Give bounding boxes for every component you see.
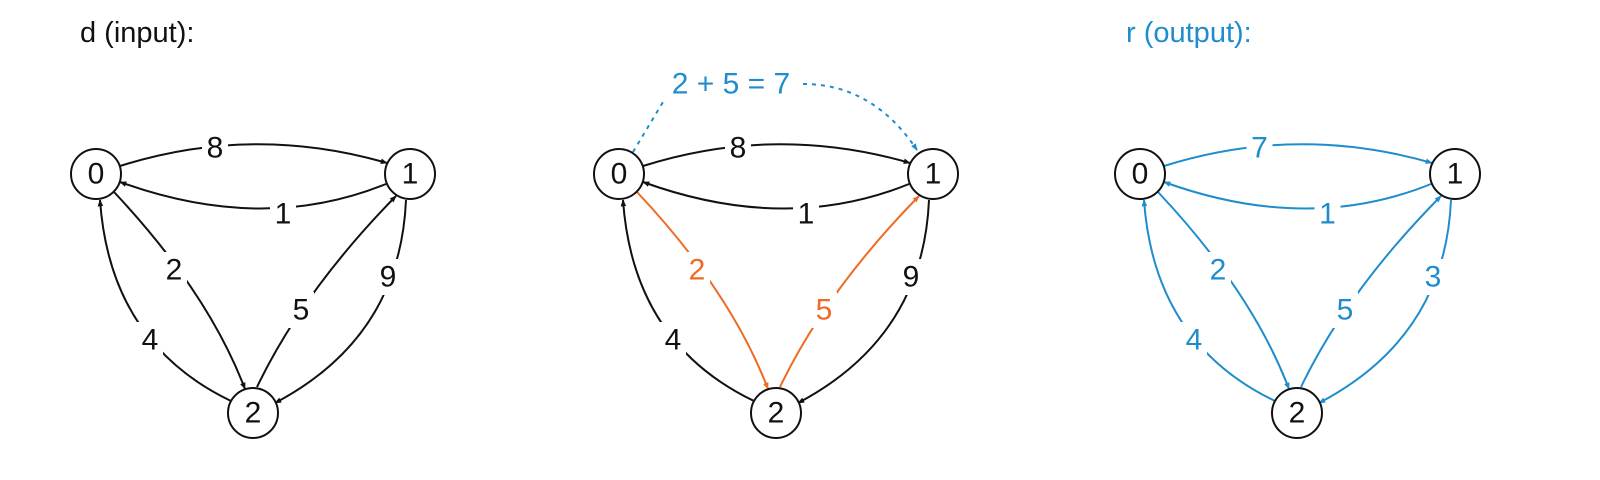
edge-label-background-1-to-0 — [270, 196, 296, 232]
edge-label-2-to-0: 4 — [142, 324, 159, 357]
annotation-connector-left — [632, 101, 664, 153]
edge-label-1-to-0: 1 — [1319, 198, 1336, 231]
panel-output: 7 1 2 4 5 3 0 1 2 — [1114, 130, 1481, 439]
edge-label-background-0-to-1 — [725, 130, 751, 166]
node-2 — [1271, 387, 1323, 439]
edge-0-to-2 — [113, 191, 246, 390]
node-label-1: 1 — [1447, 158, 1464, 191]
edge-label-background-2-to-1 — [288, 292, 314, 328]
node-label-1: 1 — [925, 158, 942, 191]
edge-label-2-to-1: 5 — [293, 294, 310, 327]
panel-title-input: d (input): — [80, 17, 194, 49]
edge-label-0-to-1: 8 — [730, 132, 747, 165]
edge-label-0-to-1: 8 — [207, 132, 224, 165]
node-0 — [1114, 148, 1166, 200]
edge-label-1-to-0: 1 — [275, 198, 292, 231]
edge-label-background-2-to-0 — [137, 322, 163, 358]
panel-input: 8 1 2 4 5 9 0 1 2 — [70, 130, 436, 439]
edge-1-to-0 — [1163, 181, 1432, 210]
node-0 — [70, 148, 122, 200]
edge-label-1-to-2: 9 — [380, 261, 397, 294]
edge-label-0-to-2: 2 — [689, 254, 706, 287]
edge-label-background-1-to-0 — [1314, 196, 1341, 232]
panel-title-output: r (output): — [1126, 17, 1252, 49]
node-label-0: 0 — [611, 158, 628, 191]
edge-label-1-to-0: 1 — [798, 198, 815, 231]
edge-label-1-to-2: 3 — [1425, 261, 1442, 294]
node-2 — [750, 387, 802, 439]
edge-0-to-1 — [642, 143, 911, 167]
edge-1-to-2 — [1318, 199, 1452, 404]
edge-label-2-to-0: 4 — [1186, 324, 1203, 357]
edge-1-to-2 — [274, 199, 407, 404]
edge-2-to-0 — [1141, 199, 1276, 402]
edge-label-2-to-1: 5 — [816, 294, 833, 327]
node-1 — [907, 148, 959, 200]
node-1 — [384, 148, 436, 200]
edge-label-background-1-to-2 — [898, 259, 924, 295]
edge-0-to-2 — [1157, 191, 1290, 390]
edge-label-2-to-0: 4 — [665, 324, 682, 357]
edge-label-background-2-to-0 — [1181, 322, 1207, 358]
edge-label-2-to-1: 5 — [1337, 294, 1354, 327]
edge-2-to-1 — [779, 195, 920, 388]
edge-label-background-1-to-0 — [793, 196, 819, 232]
node-label-1: 1 — [402, 158, 419, 191]
edge-2-to-0 — [97, 199, 232, 402]
edge-0-to-2 — [636, 191, 769, 390]
edge-label-background-0-to-1 — [1246, 130, 1273, 166]
node-label-2: 2 — [768, 397, 785, 430]
node-label-2: 2 — [245, 397, 262, 430]
edge-2-to-1 — [256, 195, 397, 388]
edge-label-background-0-to-1 — [202, 130, 228, 166]
edge-label-0-to-2: 2 — [1210, 254, 1227, 287]
edge-label-1-to-2: 9 — [903, 261, 920, 294]
node-label-0: 0 — [88, 158, 105, 191]
edge-label-background-2-to-0 — [660, 322, 686, 358]
node-label-2: 2 — [1289, 397, 1306, 430]
edge-label-background-1-to-2 — [375, 259, 401, 295]
edge-label-background-0-to-2 — [684, 252, 710, 288]
node-2 — [227, 387, 279, 439]
edge-label-background-2-to-1 — [1332, 292, 1358, 328]
edge-label-background-0-to-2 — [1205, 252, 1231, 288]
edge-label-0-to-2: 2 — [166, 254, 183, 287]
edge-2-to-1 — [1300, 195, 1442, 388]
edge-1-to-0 — [642, 181, 910, 210]
node-0 — [593, 148, 645, 200]
edge-label-background-1-to-2 — [1420, 259, 1446, 295]
annotation-connector-right — [802, 83, 918, 151]
edge-label-0-to-1: 7 — [1251, 132, 1268, 165]
node-1 — [1429, 148, 1481, 200]
edge-1-to-2 — [797, 199, 930, 404]
panel-step: 8 1 2 4 5 9 0 1 2 — [593, 83, 959, 439]
edge-1-to-0 — [119, 181, 387, 210]
edge-0-to-1 — [119, 143, 388, 167]
edge-2-to-0 — [620, 199, 755, 402]
edge-0-to-1 — [1163, 143, 1433, 167]
sum-annotation: 2 + 5 = 7 — [672, 68, 790, 101]
node-label-0: 0 — [1132, 158, 1149, 191]
edge-label-background-0-to-2 — [161, 252, 187, 288]
edge-label-background-2-to-1 — [811, 292, 837, 328]
